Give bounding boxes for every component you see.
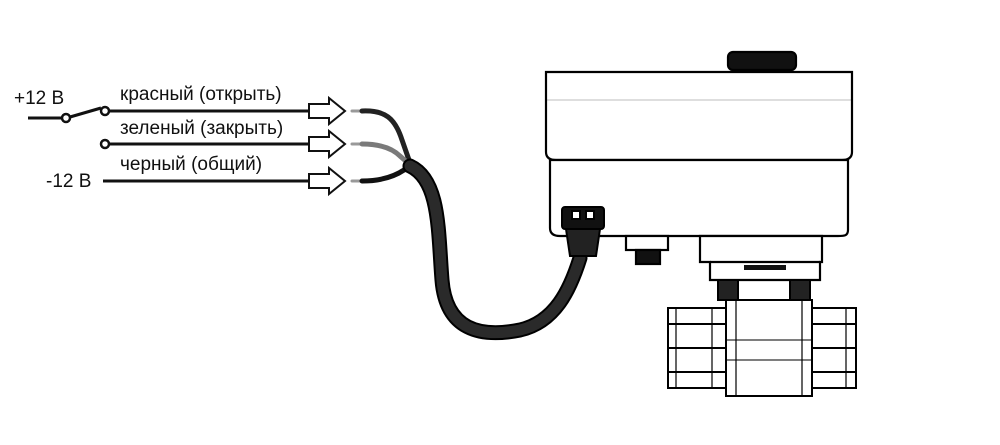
wire-label-red: красный (открыть) xyxy=(120,84,282,105)
actuator-body xyxy=(544,50,854,282)
mounting-posts xyxy=(717,279,811,301)
wire-label-green: зеленый (закрыть) xyxy=(120,118,284,139)
switch-symbol xyxy=(28,105,310,124)
connector-arrow-black xyxy=(308,165,347,197)
wire-bundle xyxy=(359,108,413,184)
connector-arrow-green xyxy=(308,128,347,160)
connector-arrow-red xyxy=(308,95,347,127)
cable-gland xyxy=(561,206,605,257)
wire-label-black: черный (общий) xyxy=(120,154,263,175)
ball-valve xyxy=(667,299,857,397)
positive-supply-label: +12 В xyxy=(14,88,65,109)
green-wire-line xyxy=(99,138,310,150)
negative-supply-label: -12 В xyxy=(46,171,92,192)
cable xyxy=(402,158,588,341)
